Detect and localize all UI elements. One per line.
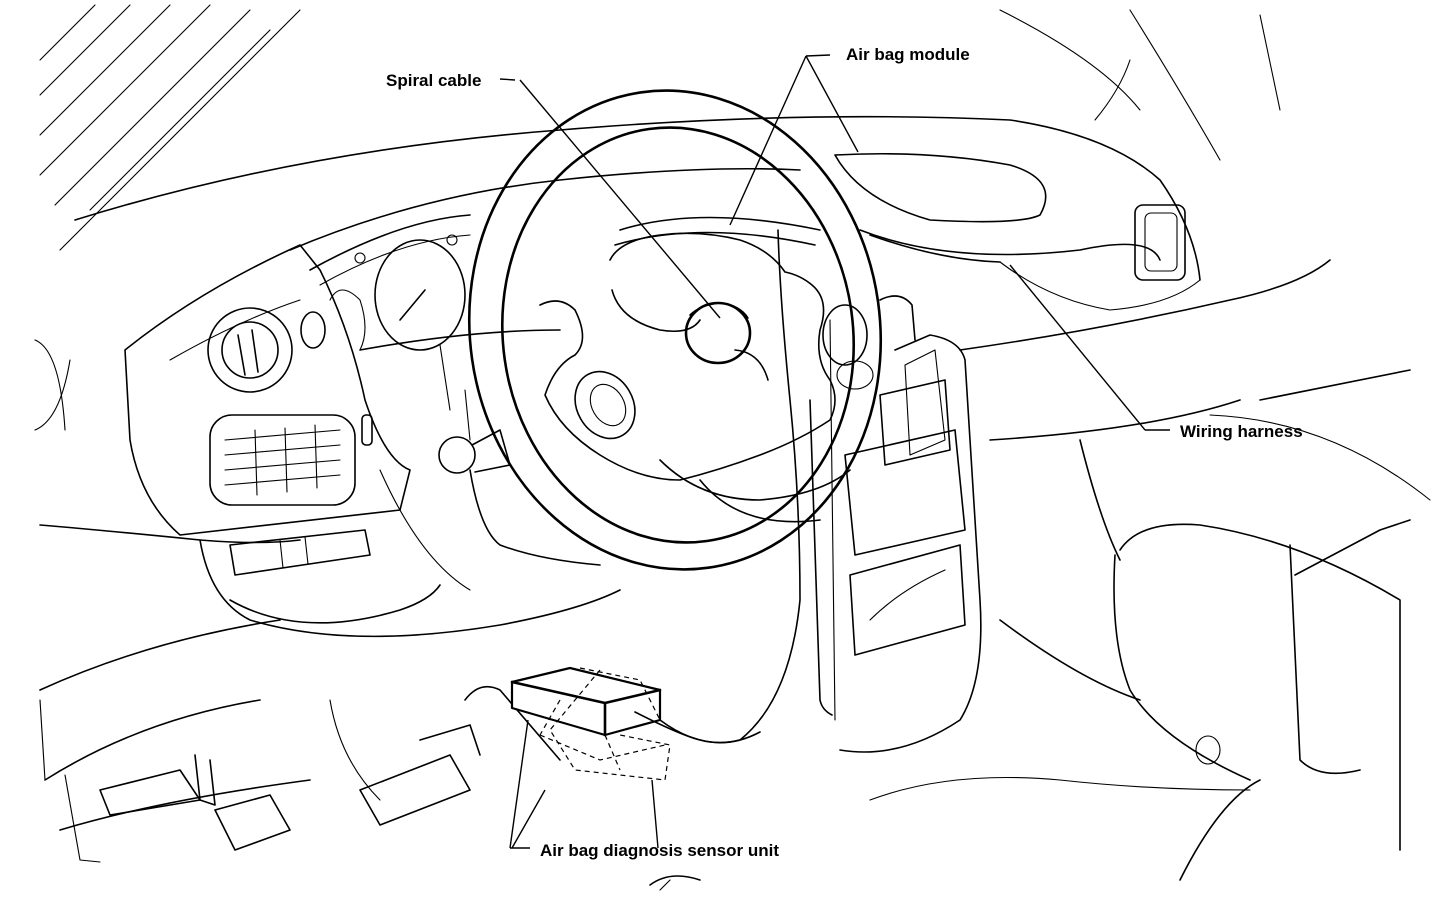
air-bag-module-leader-1 <box>805 54 831 57</box>
left-instrument-pod <box>124 244 411 576</box>
center-console <box>809 295 982 753</box>
diagnosis-sensor-unit-label: Air bag diagnosis sensor unit <box>540 841 779 860</box>
windshield-hatching <box>39 4 301 251</box>
floor-curve <box>649 875 701 891</box>
steering-column <box>438 344 601 566</box>
spiral-cable-leader <box>499 78 516 81</box>
callout-lines <box>499 54 1170 849</box>
air-bag-module-label: Air bag module <box>846 45 970 64</box>
labels: Spiral cable Air bag module Wiring harne… <box>386 45 1303 860</box>
vent-slats <box>224 424 341 496</box>
spiral-cable-label: Spiral cable <box>386 71 481 90</box>
right-seat <box>869 369 1411 881</box>
dashboard-outline <box>34 115 1431 544</box>
right-vent <box>1134 204 1186 281</box>
pedals <box>194 685 561 851</box>
diagnosis-sensor-unit <box>510 666 761 781</box>
wiring-harness-leader <box>1009 264 1146 431</box>
wiring-harness-label: Wiring harness <box>1180 422 1303 441</box>
steering-wheel <box>467 89 883 744</box>
lower-dash <box>39 469 621 863</box>
right-pillar <box>999 9 1281 161</box>
instrument-cluster <box>309 214 561 351</box>
wiring-harness-line <box>869 234 1001 263</box>
